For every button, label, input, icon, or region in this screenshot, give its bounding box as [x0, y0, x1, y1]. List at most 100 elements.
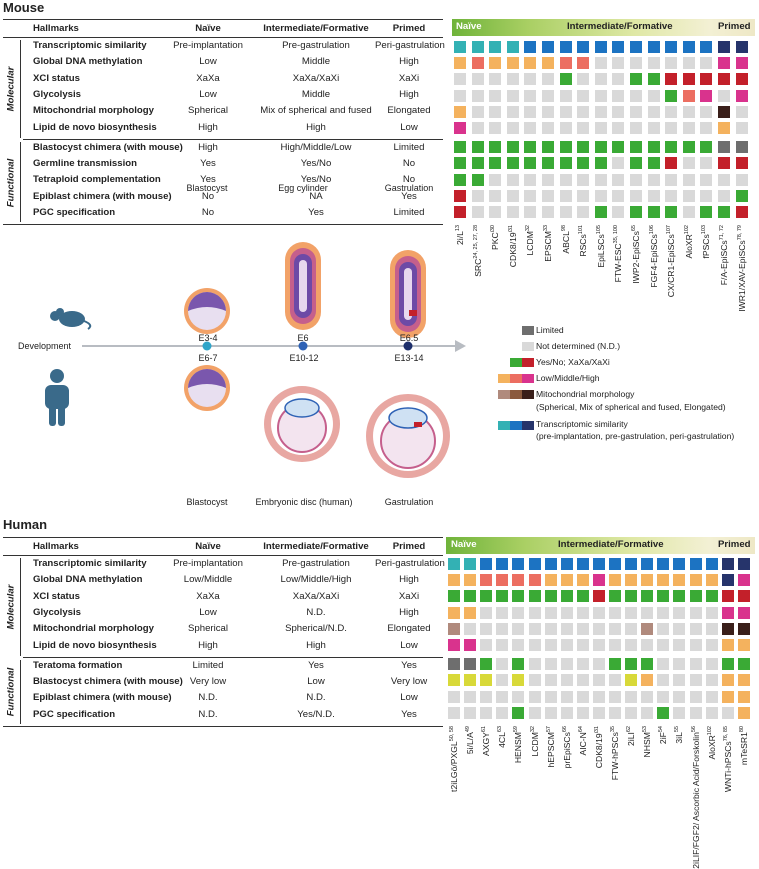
cell-inter: Yes/No: [300, 174, 332, 186]
heatmap-cell: [689, 658, 702, 671]
heatmap-cell: [576, 658, 589, 671]
legend-swatch-high: [522, 374, 534, 383]
heatmap-cell: [448, 674, 460, 687]
heatmap-cell: [718, 122, 730, 134]
cell-name: Transcriptomic similarity: [33, 40, 147, 51]
heatmap-cell: [544, 674, 557, 687]
heatmap-cell: [480, 558, 493, 570]
heatmap-cell: [609, 658, 621, 671]
heatmap-cell: [665, 57, 678, 70]
heatmap-cell: [512, 622, 525, 635]
cell-inter: Middle: [301, 56, 331, 68]
heatmap-cell: [489, 189, 502, 202]
cell-primed: Elongated: [387, 105, 431, 117]
heatmap-cell: [609, 558, 621, 570]
heatmap-cell: [700, 206, 713, 218]
heatmap-cell: [577, 57, 590, 70]
heatmap-cell: [735, 73, 748, 86]
heatmap-cell: [560, 639, 573, 651]
cell-name: Glycolysis: [33, 606, 81, 618]
legend-swatch-nd: [522, 342, 534, 351]
legend-swatch-yes: [510, 358, 522, 367]
heatmap-cell: [512, 674, 525, 687]
heatmap-cell: [506, 206, 519, 218]
heatmap-cell: [682, 105, 695, 118]
cell-name: Tetraploid complementation: [33, 174, 161, 186]
legend-swatch-peri-gastrulation: [522, 421, 534, 430]
legend-swatch-limited: [522, 326, 534, 335]
heatmap-cell: [576, 674, 589, 687]
stage-gradient-band: Naïve Intermediate/Formative Primed: [446, 537, 755, 554]
heatmap-cell: [506, 89, 519, 102]
column-label: EPSCM33: [543, 225, 553, 262]
heatmap-cell: [665, 105, 678, 118]
heatmap-cell: [647, 141, 660, 154]
legend-mito-sub: (Spherical, Mix of spherical and fused, …: [536, 402, 726, 412]
human-icon: [45, 369, 69, 426]
heatmap-cell: [512, 590, 525, 603]
cell-name: Blastocyst chimera (with mouse): [33, 676, 183, 688]
cell-primed: Peri-gastrulation: [375, 40, 445, 51]
legend-trans: Transcriptomic similarity: [536, 419, 628, 429]
heatmap-cell: [496, 622, 509, 635]
group-label-text: Functional: [5, 158, 17, 207]
heatmap-cell: [657, 658, 670, 671]
heatmap-cell: [737, 606, 750, 619]
column-label: HENSM59: [513, 726, 524, 764]
heatmap-cell: [673, 622, 686, 635]
heatmap-cell: [625, 690, 638, 703]
heatmap-cell: [689, 574, 702, 587]
heatmap-cell: [464, 574, 477, 587]
heatmap-cell: [647, 73, 660, 86]
egg-cylinder-label: Egg cylinder: [278, 183, 328, 193]
heatmap-cell: [630, 41, 642, 53]
heatmap-cell: [559, 206, 572, 218]
heatmap-cell: [448, 558, 460, 570]
mouse-icon: [50, 308, 92, 330]
heatmap-cell: [448, 606, 460, 619]
cell-naive: Low/Middle: [183, 574, 233, 586]
cell-name: Lipid de novo biosynthesis: [33, 121, 157, 133]
heatmap-cell: [657, 674, 670, 687]
group-label-text: Functional: [5, 668, 17, 717]
column-label: LCDM32: [529, 726, 540, 757]
heatmap-cell: [559, 141, 572, 154]
heatmap-cell: [454, 141, 466, 154]
heatmap-cell: [700, 141, 713, 154]
heatmap-cell: [721, 606, 734, 619]
heatmap-cell: [705, 574, 718, 587]
legend-swatch-middle: [510, 374, 522, 383]
heatmap-cell: [718, 189, 730, 202]
column-label: t2iLGö/PXGL50, 58: [449, 726, 459, 792]
heatmap-cell: [641, 690, 654, 703]
heatmap-cell: [448, 639, 460, 651]
cell-inter: Middle: [301, 88, 331, 100]
heatmap-cell: [496, 658, 509, 671]
heatmap-cell: [673, 690, 686, 703]
heatmap-cell: [594, 189, 607, 202]
heatmap-cell: [612, 41, 625, 53]
cell-primed: High: [399, 606, 419, 618]
heatmap-cell: [524, 122, 537, 134]
cell-inter: Yes: [308, 659, 324, 671]
stage-dot-e3: [202, 341, 212, 351]
heatmap-cell: [612, 206, 625, 218]
human-heatmap: Naïve Intermediate/Formative Primed t2iL…: [446, 537, 755, 869]
heatmap-cell: [592, 639, 605, 651]
heatmap-cell: [528, 674, 541, 687]
heatmap-cell: [592, 706, 605, 719]
heatmap-cell: [471, 73, 484, 86]
cell-naive: Spherical: [188, 623, 228, 635]
heatmap-cell: [612, 89, 625, 102]
heatmap-cell: [609, 574, 621, 587]
cell-inter: XaXa/XaXi: [292, 72, 340, 84]
heatmap-cell: [721, 658, 734, 671]
heatmap-cell: [700, 57, 713, 70]
heatmap-cell: [512, 706, 525, 719]
heatmap-cell: [721, 590, 734, 603]
heatmap-cell: [641, 606, 654, 619]
